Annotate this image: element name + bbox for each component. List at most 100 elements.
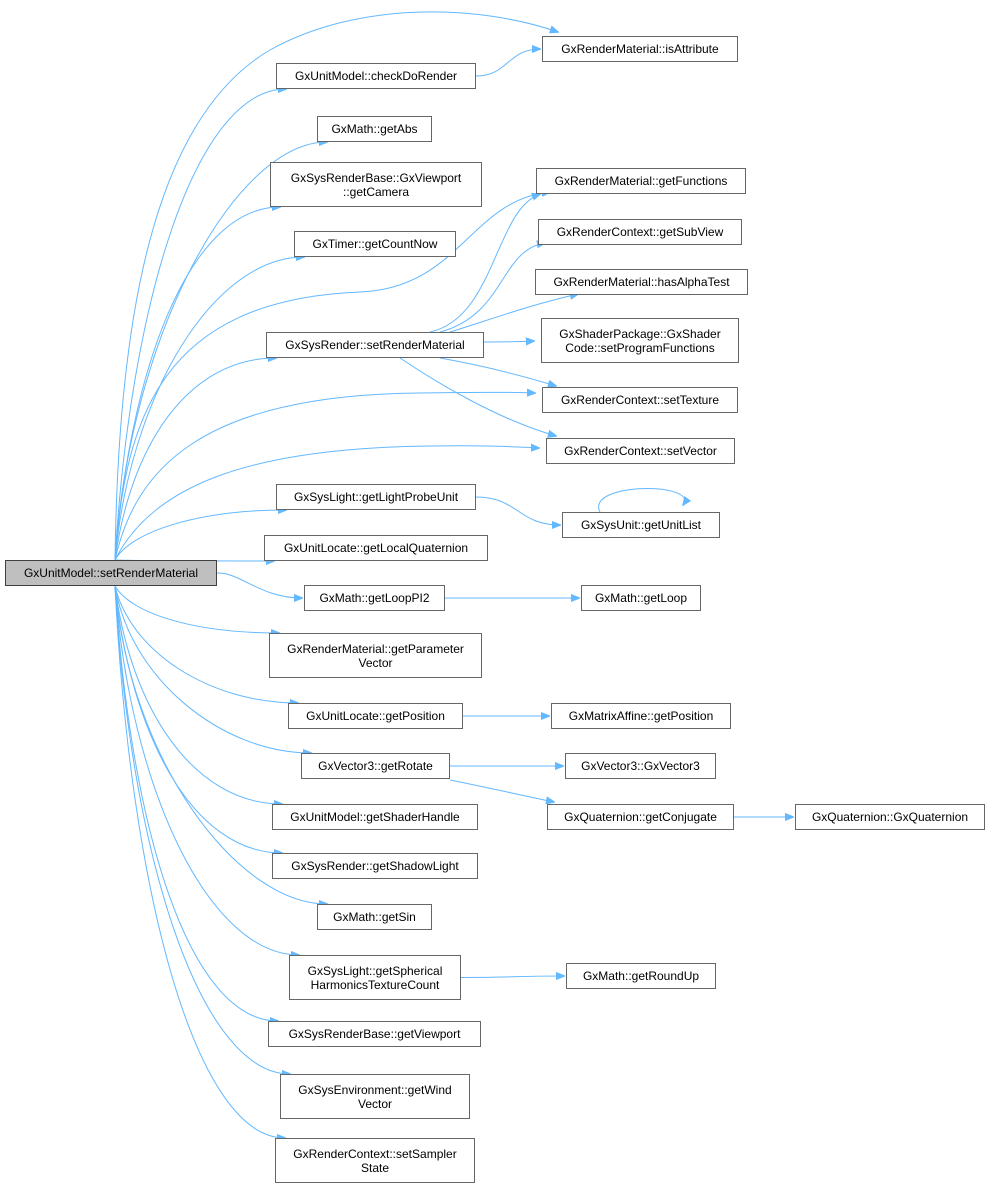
edge-n6-to-n12 <box>399 357 556 436</box>
node-label: GxMath::getRoundUp <box>583 969 699 983</box>
function-node[interactable]: GxRenderMaterial::getFunctions <box>536 168 746 194</box>
node-label: GxSysRender::setRenderMaterial <box>285 338 464 352</box>
function-node[interactable]: GxUnitLocate::getLocalQuaternion <box>264 535 488 561</box>
node-label: GxMatrixAffine::getPosition <box>569 709 714 723</box>
node-label-line: Code::setProgramFunctions <box>565 340 715 355</box>
edge-n0-to-n13 <box>114 510 286 561</box>
node-label-line: GxSysRender::setRenderMaterial <box>285 338 465 352</box>
node-label-line: GxTimer::getCountNow <box>312 237 438 251</box>
function-node[interactable]: GxMath::getRoundUp <box>566 963 716 989</box>
node-label-line: GxQuaternion::GxQuaternion <box>811 810 969 824</box>
function-node[interactable]: GxTimer::getCountNow <box>294 231 456 257</box>
edge-n28-to-n29 <box>460 976 564 978</box>
function-node[interactable]: GxUnitLocate::getPosition <box>288 703 463 729</box>
node-label: GxRenderContext::setVector <box>564 444 717 458</box>
edge-n0-to-n16 <box>216 572 302 598</box>
edge-n0-to-n1 <box>114 89 286 561</box>
edge-n0-to-n12 <box>114 446 539 561</box>
function-node[interactable]: GxSysLight::getLightProbeUnit <box>276 484 476 510</box>
edge-n13-to-n14 <box>475 496 560 525</box>
node-label-line: Vector <box>357 1096 393 1111</box>
node-label-line: GxRenderMaterial::getFunctions <box>554 174 728 188</box>
function-node[interactable]: GxSysRenderBase::GxViewport::getCamera <box>270 162 482 207</box>
edge-n21-to-n23 <box>449 779 554 802</box>
function-node[interactable]: GxMath::getSin <box>317 904 432 930</box>
node-label-line: GxMath::getRoundUp <box>582 969 700 983</box>
node-label: GxVector3::GxVector3 <box>581 759 700 773</box>
function-node[interactable]: GxSysRender::getShadowLight <box>272 853 478 879</box>
function-node[interactable]: GxVector3::getRotate <box>301 753 450 779</box>
function-node[interactable]: GxUnitModel::getShaderHandle <box>272 804 478 830</box>
node-label-line: GxRenderContext::getSubView <box>556 225 724 239</box>
node-label-line: GxUnitLocate::getPosition <box>306 709 445 723</box>
function-node[interactable]: GxUnitModel::checkDoRender <box>276 63 476 89</box>
edge-n0-to-n32 <box>114 585 285 1138</box>
function-node[interactable]: GxQuaternion::GxQuaternion <box>795 804 985 830</box>
function-node[interactable]: GxRenderMaterial::isAttribute <box>542 36 738 62</box>
node-label: GxRenderContext::getSubView <box>557 225 724 239</box>
edge-n0-to-n2 <box>114 11 558 561</box>
edge-n14-to-n14 <box>598 488 685 513</box>
edge-n0-to-n25 <box>114 585 282 804</box>
function-node[interactable]: GxRenderContext::setTexture <box>542 387 738 413</box>
edge-n6-to-n10 <box>483 341 534 342</box>
function-node[interactable]: GxSysRender::setRenderMaterial <box>266 332 484 358</box>
function-node[interactable]: GxMatrixAffine::getPosition <box>551 703 731 729</box>
function-node[interactable]: GxMath::getAbs <box>317 116 432 142</box>
function-node[interactable]: GxSysUnit::getUnitList <box>562 512 720 538</box>
root-function-node: GxUnitModel::setRenderMaterial <box>5 560 217 586</box>
edge-n6-to-n8 <box>439 243 545 333</box>
node-label-line: GxSysRender::getShadowLight <box>291 859 459 873</box>
function-node[interactable]: GxVector3::GxVector3 <box>565 753 716 779</box>
node-label-line: GxMath::getAbs <box>331 122 418 136</box>
node-label-line: GxUnitModel::getShaderHandle <box>290 810 460 824</box>
edge-n6-to-n7 <box>429 194 540 333</box>
edge-n0-to-n27 <box>114 585 327 904</box>
node-label: GxMath::getLoopPI2 <box>319 591 429 605</box>
node-label-line: GxSysEnvironment::getWind <box>298 1082 452 1097</box>
edge-n0-to-n31 <box>114 585 290 1074</box>
node-label: GxSysLight::getLightProbeUnit <box>294 490 458 504</box>
node-label-line: GxRenderContext::setVector <box>564 444 717 458</box>
node-label-line: Vector <box>358 655 393 670</box>
node-label: GxRenderMaterial::hasAlphaTest <box>553 275 729 289</box>
edge-n0-to-n5 <box>114 257 304 561</box>
node-label: GxUnitModel::setRenderMaterial <box>24 566 198 580</box>
node-label: GxRenderContext::setTexture <box>561 393 719 407</box>
function-node[interactable]: GxRenderMaterial::hasAlphaTest <box>535 269 748 295</box>
node-label-line: GxVector3::GxVector3 <box>581 759 700 773</box>
edge-n0-to-n11 <box>114 392 535 561</box>
function-node[interactable]: GxRenderContext::setVector <box>546 438 735 464</box>
node-label: GxSysRender::getShadowLight <box>291 859 458 873</box>
node-label-line: GxMath::getSin <box>333 910 416 924</box>
node-label: GxVector3::getRotate <box>318 759 433 773</box>
function-node[interactable]: GxMath::getLoopPI2 <box>304 585 445 611</box>
function-node[interactable]: GxSysRenderBase::getViewport <box>268 1021 481 1047</box>
function-node[interactable]: GxMath::getLoop <box>581 585 701 611</box>
edge-n0-to-n30 <box>114 585 278 1021</box>
node-label-line: GxMath::getLoop <box>594 591 688 605</box>
function-node[interactable]: GxRenderContext::getSubView <box>538 219 742 245</box>
edge-n0-to-n6 <box>114 358 276 561</box>
edge-n0-to-n21 <box>114 585 311 753</box>
edge-n1-to-n2 <box>475 49 540 77</box>
node-label: GxRenderMaterial::getFunctions <box>555 174 728 188</box>
edge-n0-to-n28 <box>114 585 299 955</box>
function-node[interactable]: GxQuaternion::getConjugate <box>547 804 734 830</box>
node-label: GxMath::getLoop <box>595 591 687 605</box>
edge-n6-to-n9 <box>449 294 578 333</box>
node-label-line: GxRenderContext::setTexture <box>560 393 720 407</box>
node-label-line: GxShaderPackage::GxShader <box>559 326 721 341</box>
node-label-line: GxMatrixAffine::getPosition <box>568 709 714 723</box>
node-label-line: GxSysRenderBase::getViewport <box>288 1027 461 1041</box>
